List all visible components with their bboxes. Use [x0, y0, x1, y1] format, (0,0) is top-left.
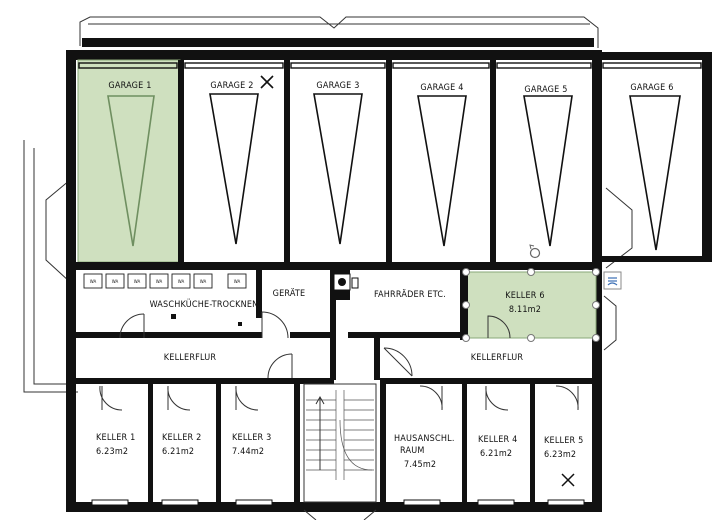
washing-machine-icon: WA: [171, 273, 191, 289]
svg-text:WA: WA: [134, 279, 141, 284]
doors: [99, 311, 579, 411]
drain-marker: [238, 322, 242, 326]
svg-text:WA: WA: [112, 279, 119, 284]
washing-machines: WA WA WA WA WA WA WA: [83, 273, 247, 289]
garage-2-label: GARAGE 2: [210, 81, 253, 91]
keller-5-name: KELLER 5: [544, 436, 584, 446]
keller-1-name: KELLER 1: [96, 433, 136, 443]
svg-text:WA: WA: [156, 279, 163, 284]
garage-4-label: GARAGE 4: [420, 83, 463, 93]
waschkueche-label: WASCHKÜCHE-TROCKNEN: [150, 299, 259, 310]
cross-mark-icon: [260, 75, 274, 89]
kellerflur-right-label: KELLERFLUR: [471, 353, 524, 363]
chimney-shaft: [333, 273, 359, 291]
hausanschluss-name: HAUSANSCHL.: [394, 434, 455, 444]
garage-1-label: GARAGE 1: [108, 81, 151, 91]
keller-6-area: 8.11m2: [509, 305, 541, 315]
svg-text:WA: WA: [90, 279, 97, 284]
fahrraeder-label: FAHRRÄDER ETC.: [374, 289, 446, 300]
roof-outline: [23, 16, 633, 393]
drain-marker: [171, 314, 176, 319]
washing-machine-icon: WA: [227, 273, 247, 289]
garage-labels: GARAGE 1 GARAGE 2 GARAGE 3 GARAGE 4 GARA…: [108, 81, 673, 95]
keller-labels: KELLER 1 6.23m2 KELLER 2 6.21m2 KELLER 3…: [96, 433, 584, 470]
front-beam: [82, 38, 594, 47]
selection-handles[interactable]: [462, 268, 600, 342]
kellerflur-left-label: KELLERFLUR: [164, 353, 217, 363]
staircase: [303, 383, 377, 503]
garage-6-label: GARAGE 6: [630, 83, 673, 93]
rotate-handle-icon[interactable]: [529, 244, 541, 259]
garage-gates: [78, 62, 702, 69]
interior-walls: [76, 270, 602, 504]
garage-dividers: [178, 60, 602, 264]
hausanschluss-name2: RAUM: [400, 446, 425, 456]
keller-4-area: 6.21m2: [480, 449, 512, 459]
keller-2-area: 6.21m2: [162, 447, 194, 457]
garage-3-label: GARAGE 3: [316, 81, 359, 91]
outer-walls: [66, 50, 712, 512]
washing-machine-icon: WA: [149, 273, 169, 289]
garage-5-label: GARAGE 5: [524, 85, 567, 95]
svg-text:WA: WA: [234, 279, 241, 284]
car-triangles: [107, 93, 681, 251]
keller-6-room[interactable]: KELLER 6 8.11m2: [462, 268, 597, 340]
geraete-label: GERÄTE: [273, 288, 306, 299]
keller-5-area: 6.23m2: [544, 450, 576, 460]
svg-text:WA: WA: [200, 279, 207, 284]
room-labels: WASCHKÜCHE-TROCKNEN GERÄTE FAHRRÄDER ETC…: [150, 288, 524, 363]
keller-6-label: KELLER 6: [505, 291, 545, 301]
garage-back-wall: [66, 262, 602, 270]
keller-2-name: KELLER 2: [162, 433, 202, 443]
washing-machine-icon: WA: [105, 273, 125, 289]
basement-windows: [91, 499, 585, 520]
svg-text:WA: WA: [178, 279, 185, 284]
keller-4-name: KELLER 4: [478, 435, 518, 445]
washing-machine-icon: WA: [83, 273, 103, 289]
washing-machine-icon: WA: [127, 273, 147, 289]
keller-1-area: 6.23m2: [96, 447, 128, 457]
hausanschluss-area: 7.45m2: [404, 460, 436, 470]
keller-3-name: KELLER 3: [232, 433, 272, 443]
keller-3-area: 7.44m2: [232, 447, 264, 457]
washing-machine-icon: WA: [193, 273, 213, 289]
layout-options-icon[interactable]: [603, 271, 622, 290]
cross-mark-icon: [561, 473, 575, 487]
